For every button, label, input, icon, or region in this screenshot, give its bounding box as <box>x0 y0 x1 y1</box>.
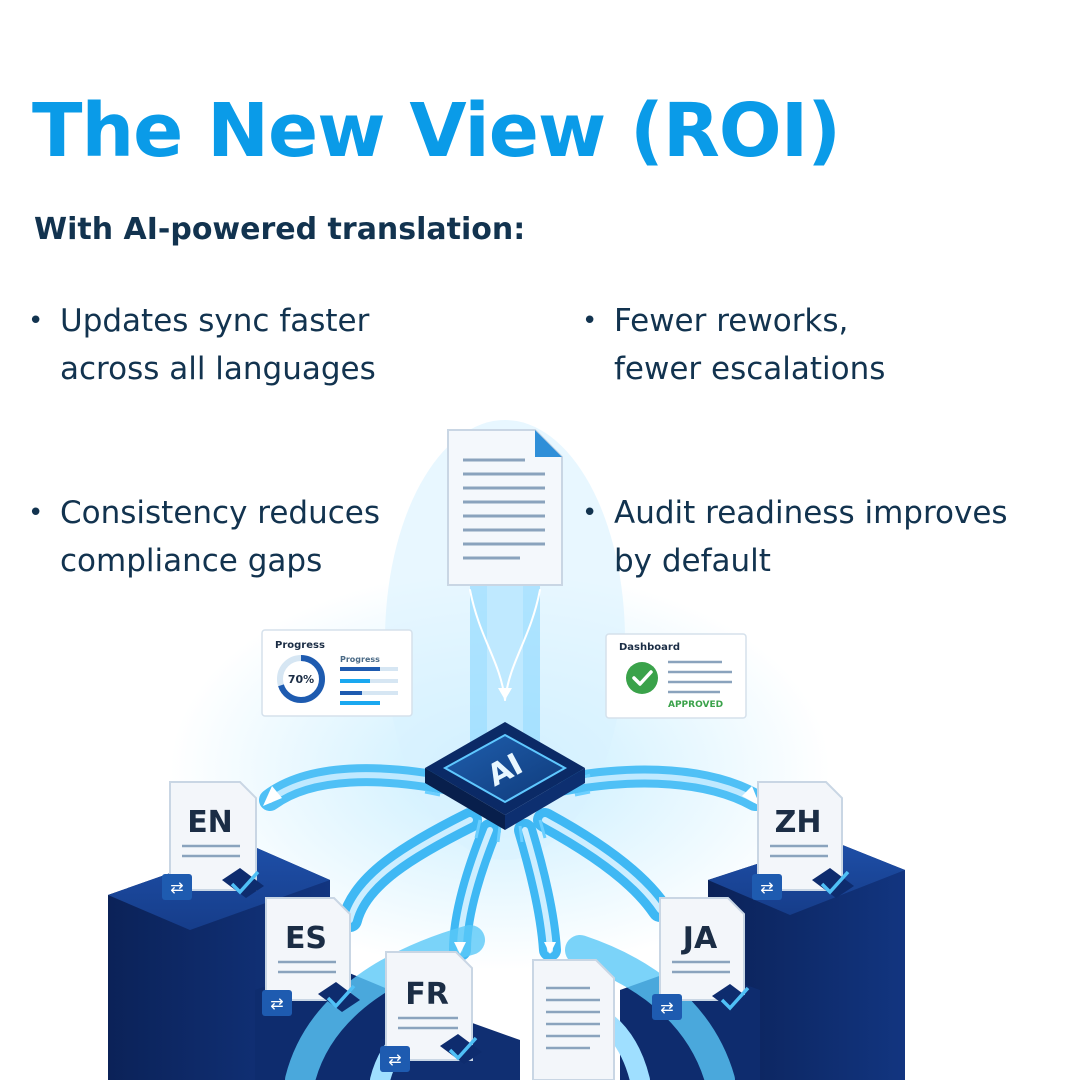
checkmark-icon <box>812 868 854 898</box>
bullet-line: Fewer reworks, <box>614 303 849 339</box>
bullet-line: Consistency reduces <box>60 495 381 531</box>
check-circle-icon <box>626 662 658 694</box>
progress-card: Progress 70% Progress <box>261 629 413 717</box>
bullet-line: Updates sync faster <box>60 303 370 339</box>
svg-text:⇄: ⇄ <box>170 878 183 897</box>
page-title: The New View (ROI) <box>32 88 841 174</box>
bullet-line: by default <box>614 543 771 579</box>
page-subtitle: With AI-powered translation: <box>34 212 526 247</box>
bullet-dot: • <box>582 498 598 528</box>
language-label-en: EN <box>187 805 233 840</box>
checkmark-icon <box>440 1034 482 1064</box>
language-doc-en: EN ⇄ <box>162 781 264 900</box>
language-label-ja: JA <box>681 921 718 956</box>
svg-text:⇄: ⇄ <box>660 998 673 1017</box>
approved-status: APPROVED <box>668 700 723 710</box>
sync-icon: ⇄ <box>652 994 682 1020</box>
bullet-item-updates-sync: • Updates sync faster across all languag… <box>28 297 376 393</box>
progress-ring <box>277 655 325 703</box>
sync-icon: ⇄ <box>162 874 192 900</box>
bullet-line: compliance gaps <box>60 543 323 579</box>
svg-text:⇄: ⇄ <box>760 878 773 897</box>
sync-icon: ⇄ <box>752 874 782 900</box>
bullet-dot: • <box>28 498 44 528</box>
dashboard-card: Dashboard APPROVED <box>605 633 747 719</box>
language-doc-zh: ZH ⇄ <box>752 781 854 900</box>
bullet-item-fewer-reworks: • Fewer reworks, fewer escalations <box>582 297 885 393</box>
data-streams <box>259 550 766 1080</box>
source-document-icon <box>447 429 563 586</box>
language-doc-es: ES ⇄ <box>262 897 360 1016</box>
sync-icon: ⇄ <box>262 990 292 1016</box>
progress-card-title: Progress <box>275 640 325 651</box>
svg-text:⇄: ⇄ <box>388 1050 401 1069</box>
document-icon <box>532 959 615 1080</box>
sync-icon: ⇄ <box>380 1046 410 1072</box>
bullet-line: across all languages <box>60 351 376 387</box>
progress-bar-title: Progress <box>340 655 380 664</box>
svg-text:⇄: ⇄ <box>270 994 283 1013</box>
bullet-dot: • <box>28 306 44 336</box>
bullet-dot: • <box>582 306 598 336</box>
chip-icon: AI <box>424 722 591 843</box>
checkmark-icon <box>318 982 360 1012</box>
language-doc-ja: JA ⇄ <box>652 897 754 1020</box>
language-label-fr: FR <box>405 977 449 1012</box>
language-label-zh: ZH <box>775 805 822 840</box>
bullet-item-audit-readiness: • Audit readiness improves by default <box>582 489 1008 585</box>
language-doc-fr: FR ⇄ <box>380 951 482 1072</box>
arrow-icons <box>263 688 760 954</box>
checkmark-icon <box>222 868 264 898</box>
bullet-item-consistency: • Consistency reduces compliance gaps <box>28 489 380 585</box>
language-label-es: ES <box>285 921 327 956</box>
bullet-line: fewer escalations <box>614 351 886 387</box>
dashboard-card-title: Dashboard <box>619 642 680 653</box>
bullet-line: Audit readiness improves <box>614 495 1008 531</box>
checkmark-icon <box>712 984 754 1014</box>
progress-percent: 70% <box>288 673 314 686</box>
